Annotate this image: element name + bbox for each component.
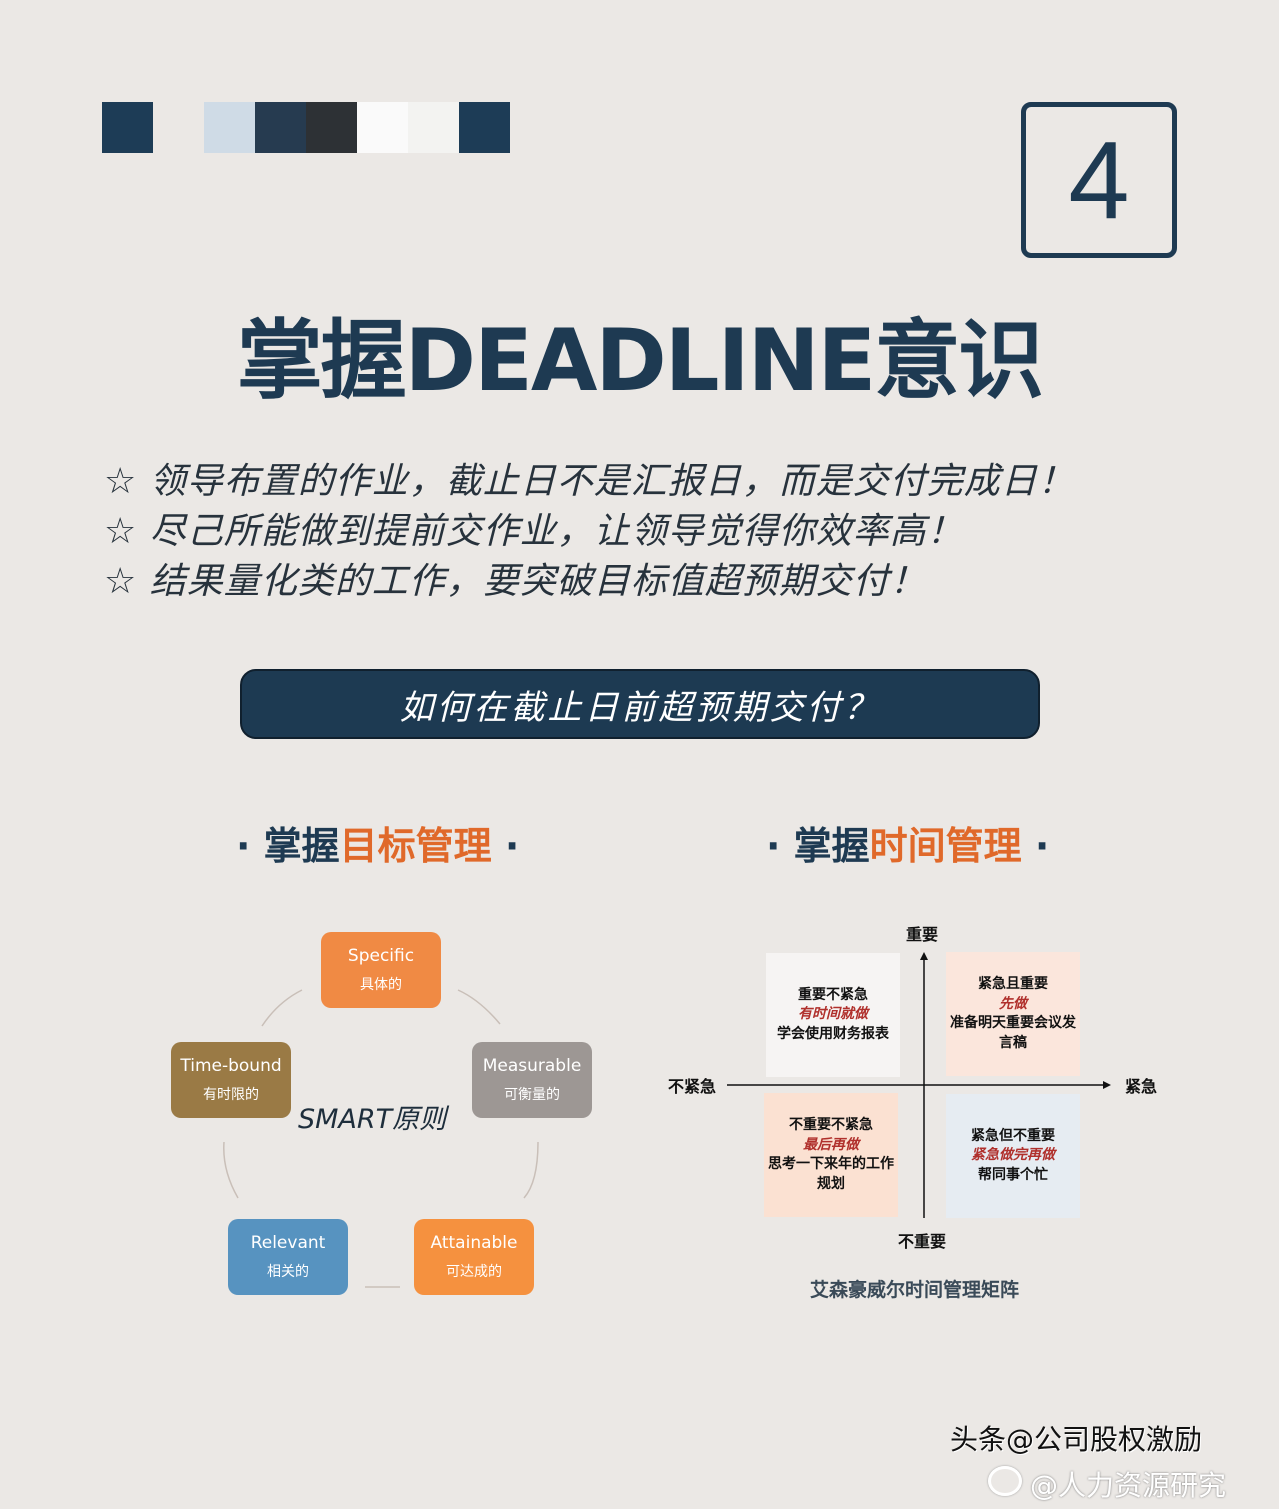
bullet-text: 尽己所能做到提前交作业，让领导觉得你效率高！ xyxy=(149,511,964,552)
weibo-logo-icon xyxy=(988,1466,1022,1496)
swatch xyxy=(204,102,255,153)
bullet-text: 领导布置的作业，截止日不是汇报日，而是交付完成日！ xyxy=(149,461,1075,502)
section-number: 4 xyxy=(1021,102,1177,258)
arrow xyxy=(457,989,501,1025)
swatch xyxy=(357,102,408,153)
quadrant-urgent-important: 紧急且重要先做准备明天重要会议发言稿 xyxy=(946,952,1080,1076)
swatch xyxy=(255,102,306,153)
watermark-toutiao: 头条@公司股权激励 xyxy=(950,1423,1203,1456)
bullet-text: 结果量化类的工作，要突破目标值超预期交付！ xyxy=(149,561,927,602)
swatch xyxy=(306,102,357,153)
axis-label-not-important: 不重要 xyxy=(898,1232,947,1251)
arrow-right-icon xyxy=(1103,1081,1111,1089)
quadrant-urgent-not-important: 紧急但不重要紧急做完再做帮同事个忙 xyxy=(946,1094,1080,1218)
watermark-weibo: @人力资源研究 xyxy=(1030,1469,1227,1502)
swatch xyxy=(102,102,153,153)
bullet-line: ☆ 领导布置的作业，截止日不是汇报日，而是交付完成日！ xyxy=(104,452,1075,504)
swatch xyxy=(408,102,459,153)
smart-cycle-arrows xyxy=(223,989,539,1288)
arrow xyxy=(223,1141,239,1199)
matrix-caption: 艾森豪威尔时间管理矩阵 xyxy=(810,1279,1020,1301)
swatch xyxy=(459,102,510,153)
matrix-axes xyxy=(727,952,1111,1218)
star-outline-icon: ☆ xyxy=(104,561,150,602)
axis-label-not-urgent: 不紧急 xyxy=(668,1077,717,1096)
quadrant-not-important-not-urgent: 不重要不紧急最后再做思考一下来年的工作规划 xyxy=(764,1093,898,1217)
bullet-line: ☆ 尽己所能做到提前交作业，让领导觉得你效率高！ xyxy=(104,502,964,554)
arrow xyxy=(523,1141,539,1199)
arrow-up-icon xyxy=(920,952,928,960)
star-outline-icon: ☆ xyxy=(104,461,150,502)
question-banner: 如何在截止日前超预期交付？ xyxy=(240,669,1040,739)
smart-center-label: SMART原则 xyxy=(298,1104,447,1135)
arrow xyxy=(261,989,303,1027)
time-management-heading: · 掌握时间管理 · xyxy=(766,824,1050,868)
star-outline-icon: ☆ xyxy=(104,511,150,552)
axis-label-important: 重要 xyxy=(906,925,939,944)
bullet-line: ☆ 结果量化类的工作，要突破目标值超预期交付！ xyxy=(104,552,927,604)
axis-label-urgent: 紧急 xyxy=(1125,1077,1158,1096)
page-title: 掌握DEADLINE意识 xyxy=(236,311,1045,411)
goal-management-heading: · 掌握目标管理 · xyxy=(236,824,520,868)
quadrant-important-not-urgent: 重要不紧急有时间就做学会使用财务报表 xyxy=(766,953,900,1077)
